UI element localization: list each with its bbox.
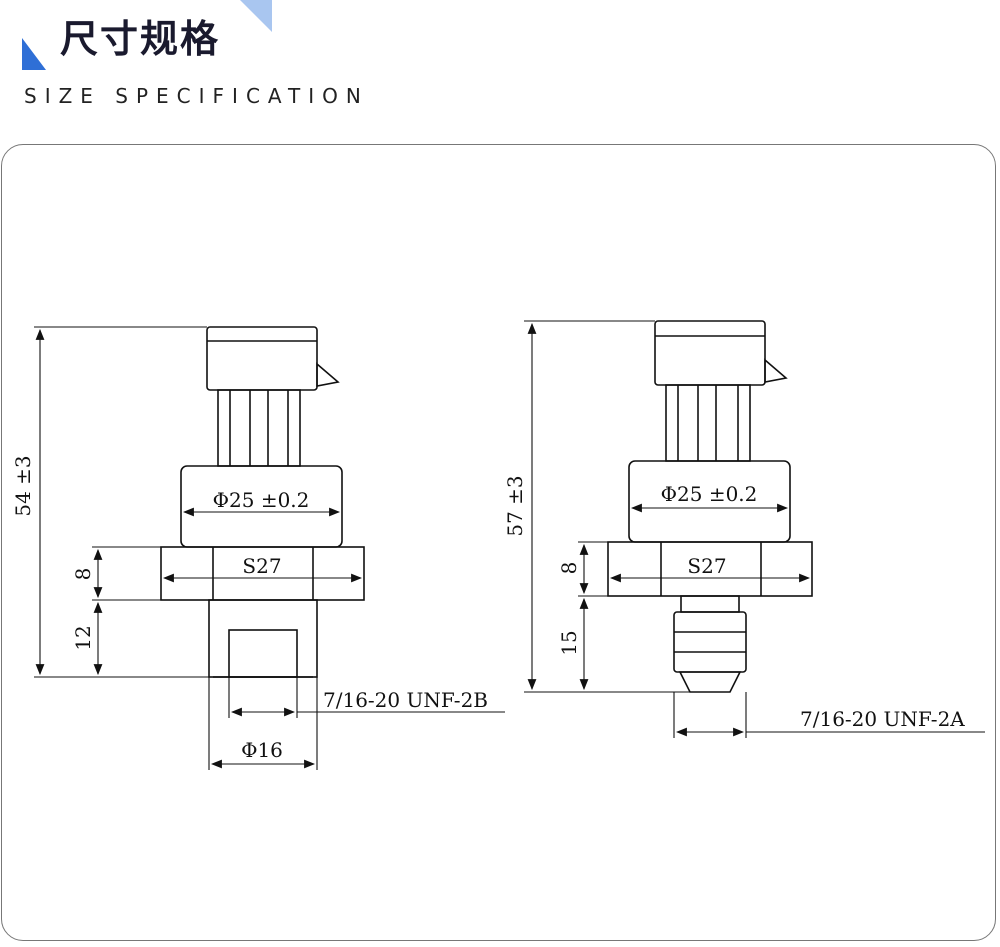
- right-sensor: [607, 320, 813, 693]
- right-connector-housing: [654, 320, 766, 386]
- left-sensor: [160, 326, 365, 678]
- right-body-diameter-label: Φ25 ±0.2: [661, 482, 758, 506]
- left-connector-latch: [316, 362, 340, 387]
- left-body-diameter-label: Φ25 ±0.2: [213, 488, 310, 512]
- right-fitting-neck: [680, 595, 740, 613]
- left-overall-height-label: 54 ±3: [11, 455, 35, 516]
- header-accent: [22, 0, 272, 70]
- right-overall-height-label: 57 ±3: [503, 475, 527, 536]
- right-port-length-label: 15: [557, 630, 581, 655]
- right-thread-label: 7/16-20 UNF-2A: [800, 707, 965, 731]
- left-port-length-label: 12: [71, 625, 95, 650]
- left-connector-housing: [206, 326, 318, 391]
- right-connector-latch: [764, 358, 788, 383]
- left-hex-height-label: 8: [71, 568, 95, 581]
- title-chinese: 尺寸规格: [60, 17, 221, 61]
- title-english: SIZE SPECIFICATION: [24, 84, 369, 108]
- left-hex-size-label: S27: [242, 554, 281, 578]
- left-port-thread: [228, 629, 298, 678]
- drawing-frame: [1, 144, 996, 941]
- left-thread-label: 7/16-20 UNF-2B: [323, 688, 488, 712]
- right-hex-size-label: S27: [687, 554, 726, 578]
- right-fitting-thread: [673, 611, 747, 673]
- left-port: [208, 599, 318, 678]
- right-hex-height-label: 8: [557, 562, 581, 575]
- left-port-diameter-label: Φ16: [241, 738, 283, 762]
- right-fitting-tip: [678, 671, 742, 693]
- header: 尺寸规格 SIZE SPECIFICATION: [0, 0, 1000, 130]
